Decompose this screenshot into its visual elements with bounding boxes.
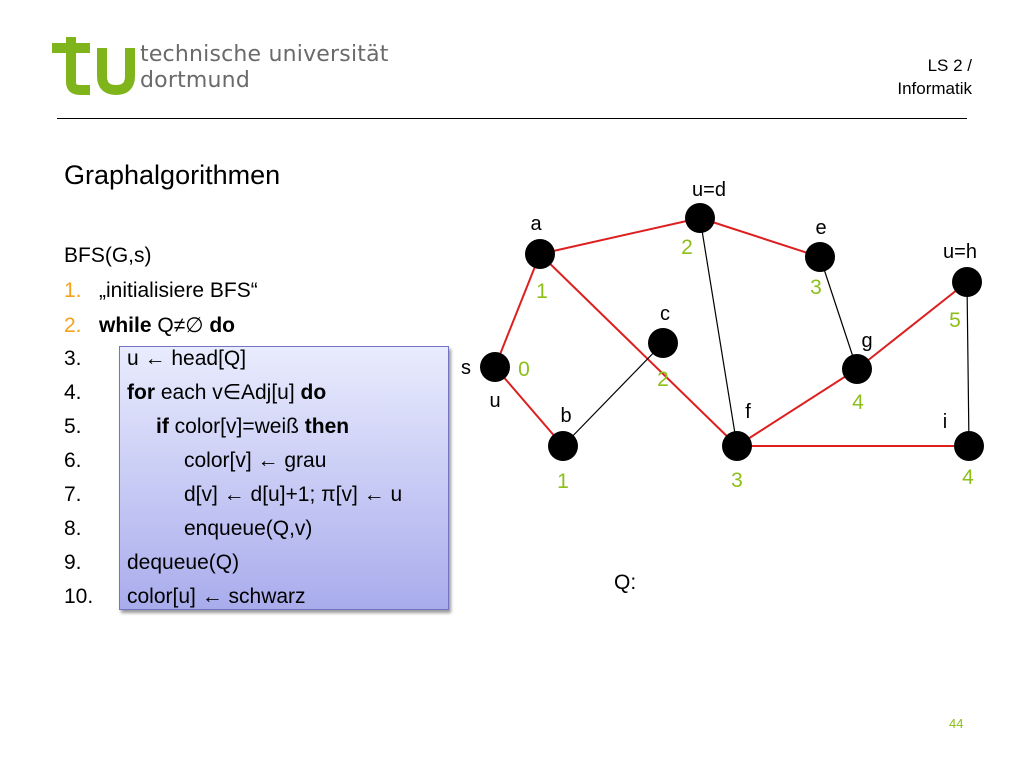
edge-s-b bbox=[494, 366, 564, 447]
vertex-e-name: e bbox=[815, 217, 826, 239]
keyword: if bbox=[156, 415, 169, 438]
vertex-s bbox=[480, 352, 510, 382]
vertex-d-dist: 2 bbox=[681, 236, 693, 259]
line-number: 9. bbox=[64, 551, 82, 574]
line-text: color[u] ← schwarz bbox=[127, 585, 306, 608]
vertex-e-dist: 3 bbox=[810, 276, 822, 299]
vertex-h-annotation: u=h bbox=[943, 241, 977, 263]
vertex-a-dist: 1 bbox=[536, 280, 548, 303]
vertex-i bbox=[954, 431, 984, 461]
vertex-c-dist: 2 bbox=[657, 368, 669, 391]
page-number: 44 bbox=[949, 716, 964, 731]
slide-title: Graphalgorithmen bbox=[64, 160, 281, 190]
line-text: „initialisiere BFS“ bbox=[99, 279, 258, 302]
edge-d-f bbox=[699, 217, 738, 447]
vertex-i-dist: 4 bbox=[962, 466, 974, 489]
line-text: for each v∈Adj[u] do bbox=[127, 376, 326, 409]
edge-b-c bbox=[562, 342, 664, 447]
vertex-b-dist: 1 bbox=[557, 470, 569, 493]
line-number: 10. bbox=[64, 585, 94, 608]
vertex-s-annotation: u bbox=[489, 390, 500, 412]
vertex-s-dist: 0 bbox=[518, 358, 530, 381]
edge-a-f bbox=[539, 253, 738, 447]
vertex-g-name: g bbox=[861, 330, 872, 352]
university-name: technische universität dortmund bbox=[140, 42, 389, 94]
queue-label: Q: bbox=[614, 571, 637, 594]
edge-f-g bbox=[736, 368, 858, 447]
edge-s-a bbox=[494, 253, 541, 368]
line-number: 8. bbox=[64, 517, 82, 540]
vertex-d bbox=[685, 203, 715, 233]
vertex-s-name: s bbox=[461, 357, 471, 379]
keyword: for bbox=[127, 381, 155, 404]
keyword: while bbox=[99, 314, 152, 337]
line-text: u ← head[Q] bbox=[127, 347, 247, 370]
edge-d-e bbox=[699, 217, 821, 258]
vertex-b-name: b bbox=[560, 405, 571, 427]
line-body: color[v]=weiß bbox=[168, 415, 305, 438]
line-number: 6. bbox=[64, 449, 82, 472]
graph-labels: su0 a 1 b 1 c 2 u=d 2 e 3 f 3 g 4 u=h 5 i 4 bbox=[461, 179, 977, 493]
vertex-h bbox=[952, 267, 982, 297]
line-body: Q≠∅ bbox=[151, 314, 210, 337]
code-highlight-box bbox=[119, 346, 449, 610]
edge-g-h bbox=[856, 281, 968, 370]
line-number: 7. bbox=[64, 483, 82, 506]
graph-vertices bbox=[480, 203, 984, 461]
keyword: then bbox=[304, 415, 350, 438]
university-line-2: dortmund bbox=[140, 68, 250, 93]
edge-a-d bbox=[539, 217, 701, 255]
line-text: d[v] ← d[u]+1; π[v] ← u bbox=[184, 483, 403, 506]
graph-edges bbox=[494, 217, 970, 447]
edge-h-i bbox=[966, 281, 970, 447]
vertex-c bbox=[648, 328, 678, 358]
line-text: color[v] ← grau bbox=[184, 449, 327, 472]
chair-label: LS 2 / Informatik bbox=[897, 54, 972, 100]
university-line-1: technische universität bbox=[140, 42, 389, 67]
tu-logo-mark bbox=[52, 37, 135, 96]
keyword: do bbox=[300, 381, 327, 404]
vertex-c-name: c bbox=[660, 303, 670, 325]
vertex-h-dist: 5 bbox=[949, 309, 961, 332]
line-number: 4. bbox=[64, 381, 82, 404]
vertex-d-annotation: u=d bbox=[692, 179, 726, 201]
algorithm-name: BFS(G,s) bbox=[64, 244, 152, 267]
line-text: dequeue(Q) bbox=[127, 551, 240, 574]
keyword: do bbox=[209, 314, 235, 337]
vertex-a-name: a bbox=[530, 213, 542, 235]
vertex-g bbox=[842, 354, 872, 384]
chair-line-2: Informatik bbox=[897, 79, 972, 98]
vertex-g-dist: 4 bbox=[852, 391, 864, 414]
line-number: 3. bbox=[64, 347, 82, 370]
line-number: 2. bbox=[64, 314, 82, 337]
tu-logo bbox=[52, 37, 135, 96]
vertex-e bbox=[805, 242, 835, 272]
line-text: while Q≠∅ do bbox=[99, 309, 235, 342]
vertex-f-name: f bbox=[745, 401, 751, 423]
line-body: each v∈Adj[u] bbox=[155, 381, 301, 404]
vertex-a bbox=[525, 239, 555, 269]
vertex-b bbox=[548, 431, 578, 461]
vertex-f-dist: 3 bbox=[731, 469, 743, 492]
edge-e-g bbox=[819, 256, 858, 370]
header-divider bbox=[57, 118, 967, 119]
line-number: 1. bbox=[64, 279, 82, 302]
line-text: enqueue(Q,v) bbox=[184, 517, 313, 540]
vertex-i-name: i bbox=[943, 411, 947, 433]
vertex-f bbox=[722, 431, 752, 461]
line-number: 5. bbox=[64, 415, 82, 438]
chair-line-1: LS 2 / bbox=[927, 56, 972, 75]
line-text: if color[v]=weiß then bbox=[156, 410, 349, 443]
